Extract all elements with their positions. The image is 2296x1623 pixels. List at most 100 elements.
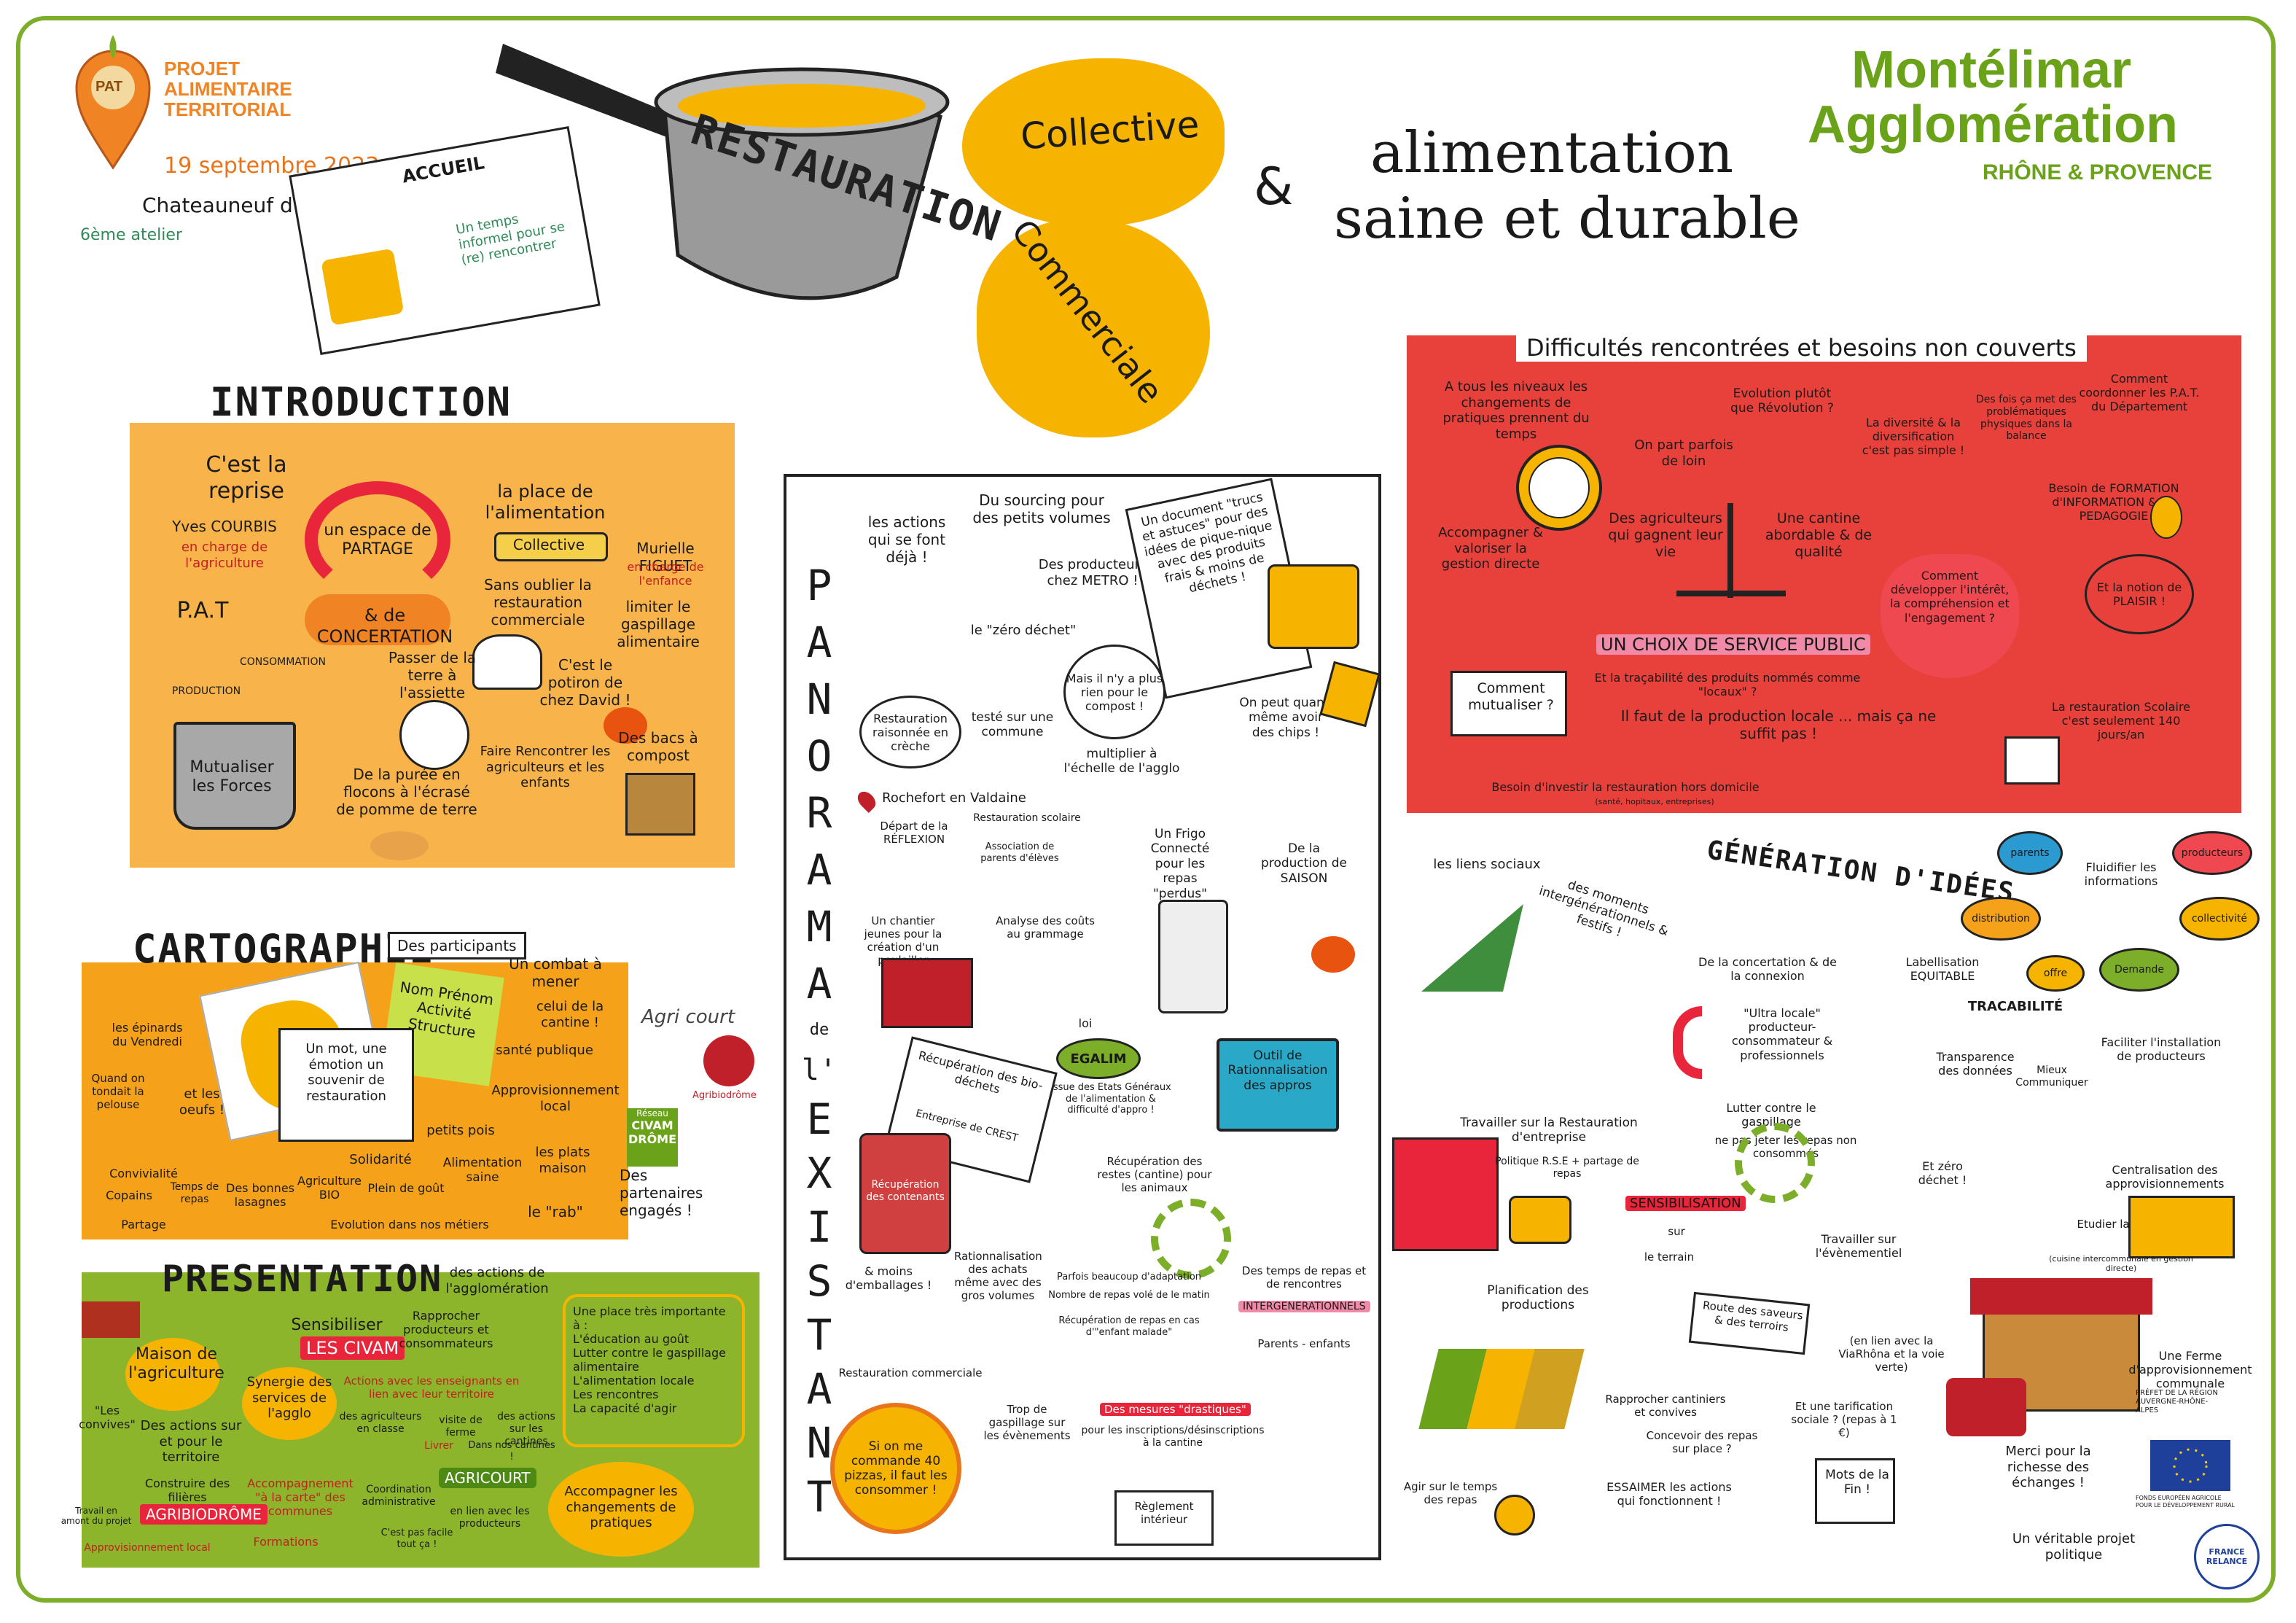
diff-mutualiser: Comment mutualiser ? (1468, 680, 1554, 713)
pano-recup-repas: Récupération de repas en cas d'"enfant m… (1058, 1315, 1200, 1338)
pano-frigo: Un Frigo Connecté pour les repas "perdus… (1150, 827, 1210, 901)
pano-sourcing: Du sourcing pour des petits volumes (972, 491, 1111, 526)
carto-partage: Partage (121, 1218, 166, 1231)
pot-icon (496, 44, 950, 300)
gen-rse: Travailler sur la Restauration d'entrepr… (1460, 1116, 1638, 1145)
place-title: Une place très importante à : (573, 1304, 726, 1332)
cooking-pot-icon (173, 722, 296, 830)
heart-icon (1881, 554, 2019, 678)
network-node: parents (1997, 831, 2063, 875)
maison-building-icon (82, 1301, 140, 1338)
presentation-lien-producteurs: en lien avec les producteurs (450, 1506, 530, 1530)
gen-mots: Mots de la Fin ! (1825, 1468, 1889, 1498)
carto-temps-repas: Temps de repas (170, 1181, 219, 1205)
presentation-subtitle: des actions de l'agglomération (445, 1265, 549, 1296)
speech-bubble-icon (305, 594, 450, 645)
diff-loin: On part parfois de loin (1634, 437, 1733, 469)
presentation-appro-local: Approvisionnement local (84, 1542, 211, 1554)
pano-resto-comm: Restauration commerciale (838, 1366, 983, 1379)
pano-mesures: Des mesures "drastiques" (1100, 1403, 1251, 1416)
network-node: offre (2026, 955, 2085, 992)
intro-yves-role: en charge de l'agriculture (181, 540, 268, 571)
gen-recycle-icon (1735, 1123, 1815, 1203)
gen-essaimer: ESSAIMER les actions qui fonctionnent ! (1606, 1480, 1732, 1509)
presentation-title: PRESENTATION (162, 1258, 443, 1300)
presentation-actions-ens: Actions avec les enseignants en lien ave… (343, 1374, 520, 1401)
kitchen-pots-icon (2128, 1196, 2235, 1258)
gen-rse-detail: Politique R.S.E + partage de repas (1495, 1156, 1639, 1180)
maison-blob (125, 1338, 220, 1411)
pano-document: Un document "trucs et astuces" pour des … (1139, 489, 1274, 596)
presentation-agriculteurs: des agriculteurs en classe (339, 1411, 422, 1435)
panorama-letter: M (806, 902, 832, 951)
vine-border (16, 16, 2276, 1603)
pano-zero-dechet: le "zéro déchet" (970, 623, 1077, 638)
pin-icon (75, 35, 151, 170)
title-line-2: saine et durable (1334, 186, 1800, 252)
intro-murielle: Murielle FIGUET (636, 540, 695, 575)
brand-line-1: Montélimar (1851, 41, 2132, 99)
mutualiser-card: Comment mutualiser ? (1450, 671, 1567, 736)
pano-reglement: Règlement intérieur (1134, 1500, 1194, 1526)
presentation-agribiodrome: AGRIBIODRÔME (140, 1504, 268, 1525)
cartographie-title: CARTOGRAPHIE (133, 926, 435, 972)
carto-petits-pois: petits pois (426, 1123, 495, 1138)
gen-ferme: Une Ferme d'approvisionnement communale (2128, 1349, 2252, 1391)
intro-sans-oublier: Sans oublier la restauration commerciale (484, 576, 592, 628)
puree-icon (370, 831, 429, 860)
intro-puree: De la purée en flocons à l'écrasé de pom… (336, 766, 477, 818)
title-line-1: alimentation (1370, 120, 1734, 186)
civam-logo: Réseau CIVAM DRÔME (627, 1108, 678, 1167)
computer-icon: Outil de Rationnalisation des appros (1217, 1038, 1339, 1132)
eu-label: FONDS EUROPÉEN AGRICOLE POUR LE DÉVELOPP… (2136, 1495, 2235, 1509)
chef-hat-icon (472, 634, 542, 690)
carto-sante: santé publique (496, 1043, 593, 1058)
carto-pelouse: Quand on tondait la pelouse (91, 1072, 145, 1111)
carto-lasagnes: Des bonnes lasagnes (226, 1181, 294, 1210)
panorama-letter: A (806, 1364, 832, 1414)
pano-analyse: Analyse des coûts au grammage (996, 914, 1095, 941)
pano-raisonnee: Restauration raisonnée en crèche (859, 696, 961, 768)
carto-alim-saine: Alimentation saine (442, 1156, 523, 1186)
fields-icon (1418, 1349, 1585, 1429)
gen-evenementiel: Travailler sur l'évènementiel (1815, 1232, 1902, 1261)
introduction-panel: INTRODUCTION C'est la reprise Yves COURB… (130, 379, 735, 868)
diff-developper: Comment développer l'intérêt, la compréh… (1890, 569, 2010, 625)
carto-copains: Copains (106, 1188, 152, 1202)
gen-faciliter: Faciliter l'installation de producteurs (2101, 1035, 2222, 1064)
gen-liens: les liens sociaux (1433, 857, 1541, 872)
cartographie-participants: Des participants (388, 932, 526, 960)
carto-rab: le "rab" (528, 1203, 583, 1221)
pano-nombre-repas: Nombre de repas volé de le matin (1048, 1290, 1210, 1301)
intro-collective: Collective (512, 536, 585, 553)
gen-ultra: "Ultra locale" producteur-consommateur &… (1731, 1006, 1833, 1062)
pano-metro: Des producteurs chez METRO ! (1038, 557, 1147, 588)
diff-investir-detail: (santé, hopitaux, entreprises) (1595, 797, 1714, 806)
presentation-accompagner: Accompagner les changements de pratiques (564, 1484, 678, 1531)
intro-rencontrer: Faire Rencontrer les agriculteurs et les… (480, 744, 611, 791)
difficultes-panel: Difficultés rencontrées et besoins non c… (1407, 334, 2241, 813)
accueil-title: ACCUEIL (400, 152, 486, 187)
panorama-letter: X (806, 1148, 832, 1198)
cartographie-panel: CARTOGRAPHIE Des participants Nom Prénom… (82, 926, 628, 1239)
network-node: Demande (2099, 948, 2179, 992)
presentation-coordination: Coordination administrative (362, 1484, 436, 1508)
presentation-livrer: Livrer (424, 1440, 453, 1452)
diff-scolaire: La restauration Scolaire c'est seulement… (2051, 700, 2191, 742)
pano-resto-scolaire: Restauration scolaire (973, 812, 1081, 824)
gen-transparence: Transparence des données (1936, 1050, 2015, 1078)
intro-murielle-role: en charge de l'enfance (627, 560, 704, 588)
presentation-civam: LES CIVAM (300, 1336, 405, 1360)
panorama-letter: R (806, 788, 832, 838)
pano-pumpkin-icon (1311, 936, 1355, 973)
place-item: L'alimentation locale (573, 1374, 695, 1387)
gen-terrain: le terrain (1644, 1250, 1695, 1264)
civam-logo-text: CIVAM DRÔME (628, 1118, 677, 1146)
intro-gaspillage: limiter le gaspillage alimentaire (617, 598, 700, 650)
carto-evolution: Evolution dans nos métiers (330, 1218, 489, 1231)
gen-fluidifier: Fluidifier les informations (2084, 860, 2158, 889)
partenaires-note: Des partenaires engagés ! (620, 1167, 703, 1219)
carto-solidarite: Solidarité (349, 1152, 412, 1167)
network-node: collectivité (2179, 897, 2260, 941)
panorama-letter: S (806, 1256, 832, 1306)
